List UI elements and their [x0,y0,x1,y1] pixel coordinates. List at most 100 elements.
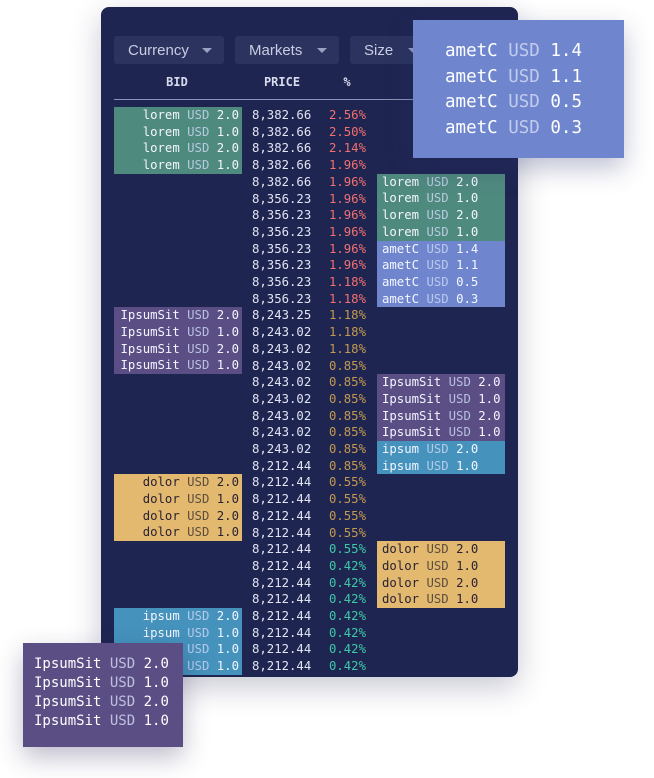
price-cell[interactable]: 8,212.44 [252,542,312,557]
left-order-row[interactable]: IpsumSit USD 1.0 [114,357,242,374]
size-value: 1.0 [143,675,169,691]
price-cell[interactable]: 8,356.23 [252,191,312,206]
price-cell[interactable]: 8,243.02 [252,425,312,440]
right-order-row[interactable]: dolor USD 1.0 [377,558,505,575]
right-order-row[interactable]: ametC USD 0.3 [377,291,505,308]
price-cell[interactable]: 8,212.44 [252,592,312,607]
price-cell[interactable]: 8,382.66 [252,158,312,173]
left-order-row[interactable]: lorem USD 1.0 [114,157,242,174]
left-order-row[interactable]: dolor USD 2.0 [114,508,242,525]
right-order-row[interactable]: IpsumSit USD 1.0 [377,391,505,408]
right-order-row[interactable]: dolor USD 2.0 [377,575,505,592]
price-cell[interactable]: 8,243.02 [252,408,312,423]
right-order-row[interactable]: lorem USD 1.0 [377,190,505,207]
right-order-row[interactable]: lorem USD 2.0 [377,174,505,191]
size-value: 1.0 [456,558,479,573]
currency-dropdown-label: Currency [128,41,189,59]
price-cell[interactable]: 8,212.44 [252,458,312,473]
price-cell[interactable]: 8,212.44 [252,625,312,640]
left-order-row[interactable]: lorem USD 2.0 [114,140,242,157]
price-cell[interactable]: 8,382.66 [252,174,312,189]
price-cell[interactable]: 8,212.44 [252,642,312,657]
price-cell[interactable]: 8,382.66 [252,108,312,122]
price-cell[interactable]: 8,243.02 [252,375,312,390]
asset-name: ametC [382,291,420,306]
right-order-row[interactable]: ipsum USD 2.0 [377,441,505,458]
price-cell[interactable]: 8,356.23 [252,258,312,273]
price-cell[interactable]: 8,243.02 [252,358,312,373]
asset-name: lorem [382,174,420,189]
price-cell[interactable]: 8,356.23 [252,224,312,239]
size-value: 2.0 [216,308,239,323]
asset-name: dolor [382,592,420,607]
currency-code: USD [109,694,136,710]
left-order-row[interactable]: dolor USD 1.0 [114,491,242,508]
left-order-row[interactable]: lorem USD 2.0 [114,107,242,124]
left-order-row[interactable]: IpsumSit USD 2.0 [114,307,242,324]
price-cell[interactable]: 8,212.44 [252,609,312,623]
right-order-row[interactable]: ametC USD 1.4 [377,241,505,258]
price-cell[interactable]: 8,212.44 [252,475,312,490]
left-order-row[interactable]: lorem USD 1.0 [114,124,242,141]
size-value: 2.0 [216,108,239,122]
price-cell[interactable]: 8,212.44 [252,525,312,540]
column-header-price: PRICE [263,75,301,89]
price-cell[interactable]: 8,212.44 [252,492,312,507]
left-order-row[interactable]: dolor USD 1.0 [114,524,242,541]
price-cell[interactable]: 8,212.44 [252,659,312,674]
right-order-row[interactable]: lorem USD 2.0 [377,207,505,224]
price-cell[interactable]: 8,356.23 [252,241,312,256]
price-cell[interactable]: 8,356.23 [252,275,312,289]
percent-cell: 0.55% [328,492,366,507]
right-order-row[interactable]: ametC USD 0.5 [377,274,505,291]
right-order-row[interactable]: dolor USD 1.0 [377,591,505,608]
right-order-row[interactable]: IpsumSit USD 1.0 [377,424,505,441]
size-value: 2.0 [216,508,239,523]
right-order-row[interactable]: IpsumSit USD 2.0 [377,408,505,425]
left-order-row[interactable]: ipsum USD 2.0 [114,608,242,625]
right-order-row[interactable]: lorem USD 1.0 [377,224,505,241]
left-order-row[interactable]: IpsumSit USD 2.0 [114,341,242,358]
currency-code: USD [508,41,540,61]
currency-dropdown[interactable]: Currency [114,36,224,64]
asset-name: IpsumSit [34,675,102,691]
left-order-row[interactable]: USD 1.0 [114,641,242,658]
size-value: 2.0 [456,208,479,223]
right-order-row[interactable]: ipsum USD 1.0 [377,458,505,475]
right-order-row[interactable]: IpsumSit USD 2.0 [377,374,505,391]
tooltip-line: IpsumSit USD 1.0 [34,674,183,693]
asset-name: lorem [382,208,420,223]
percent-cell: 1.96% [328,258,366,273]
tooltip-line: IpsumSit USD 2.0 [34,693,183,712]
size-value: 2.0 [143,694,169,710]
price-cell[interactable]: 8,356.23 [252,208,312,223]
price-cell[interactable]: 8,212.44 [252,575,312,590]
right-order-row[interactable]: ametC USD 1.1 [377,257,505,274]
left-order-row[interactable]: USD 1.0 [114,658,242,675]
markets-dropdown[interactable]: Markets [235,36,339,64]
price-cell[interactable]: 8,243.25 [252,308,312,323]
currency-code: USD [426,442,449,456]
asset-name: dolor [382,542,420,557]
price-cell[interactable]: 8,243.02 [252,442,312,456]
price-cell[interactable]: 8,382.66 [252,141,312,156]
price-cell[interactable]: 8,243.02 [252,341,312,356]
right-order-row[interactable]: dolor USD 2.0 [377,541,505,558]
percent-cell: 0.55% [328,525,366,540]
price-cell[interactable]: 8,356.23 [252,291,312,306]
left-order-row[interactable]: ipsum USD 1.0 [114,625,242,642]
percent-cell: 0.85% [328,391,366,406]
price-cell[interactable]: 8,212.44 [252,508,312,523]
asset-name: IpsumSit [382,391,442,406]
percent-cell: 0.42% [328,575,366,590]
price-cell[interactable]: 8,243.02 [252,325,312,340]
price-cell[interactable]: 8,212.44 [252,558,312,573]
price-cell[interactable]: 8,382.66 [252,124,312,139]
price-cell[interactable]: 8,243.02 [252,391,312,406]
percent-cell: 1.96% [328,208,366,223]
left-order-row[interactable]: dolor USD 2.0 [114,474,242,491]
left-order-row[interactable]: IpsumSit USD 1.0 [114,324,242,341]
